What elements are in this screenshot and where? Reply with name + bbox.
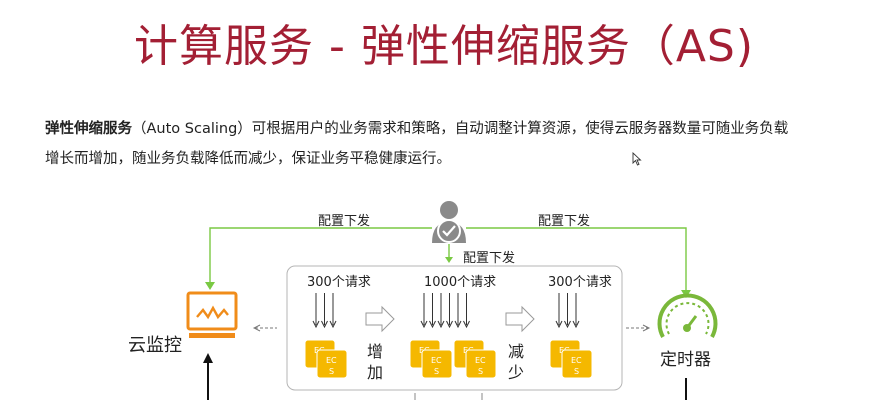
request-arrow [446, 293, 453, 329]
request-arrow [454, 293, 462, 329]
config-label-left: 配置下发 [318, 213, 370, 229]
ecs-text-bottom: S [478, 367, 483, 376]
config-lines [209, 227, 687, 292]
request-arrow [463, 293, 470, 329]
request-arrow [429, 293, 436, 329]
description-text-2: 增长而增加，随业务负载降低而减少，保证业务平稳健康运行。 [45, 151, 451, 167]
servers-3: EC SEC S [549, 339, 593, 379]
ecs-text-bottom: S [574, 367, 579, 376]
ecs-text-top: EC [475, 356, 486, 365]
request-arrow [564, 293, 571, 329]
scale-down-char-1: 减 [508, 342, 524, 361]
ecs-text-top: EC [571, 356, 582, 365]
mouse-cursor-icon [632, 152, 642, 166]
arrowhead-center [445, 257, 453, 263]
request-arrow [420, 293, 428, 329]
arrowhead-left [205, 282, 215, 290]
ecs-server-icon: EC S [421, 349, 453, 379]
group3-label: 300个请求 [548, 275, 612, 290]
scale-down-char-2: 少 [508, 363, 524, 382]
user-check-icon [432, 201, 466, 243]
ecs-text-bottom: S [329, 367, 334, 376]
request-arrow [312, 293, 320, 329]
scaling-group-box [286, 265, 623, 391]
ecs-server-icon: EC S [316, 349, 348, 379]
scale-up-char-2: 加 [367, 363, 383, 382]
scale-up-char-1: 增 [367, 342, 383, 361]
monitor-icon [186, 291, 238, 338]
request-arrow [555, 293, 563, 329]
hollow-arrow-2 [505, 305, 535, 333]
ecs-text-bottom: S [434, 367, 439, 376]
ecs-server-icon: EC S [465, 349, 497, 379]
ecs-text-top: EC [431, 356, 442, 365]
request-arrow [437, 293, 445, 329]
timer-icon [657, 293, 718, 338]
monitor-label: 云监控 [128, 335, 182, 356]
page-title: 计算服务 - 弹性伸缩服务（AS) [133, 21, 755, 72]
request-arrows-1 [312, 293, 337, 329]
group2-label: 1000个请求 [424, 275, 496, 290]
request-arrow [329, 293, 337, 329]
servers-1: EC SEC S [304, 339, 348, 379]
request-arrows-3 [555, 293, 580, 329]
description: 弹性伸缩服务（Auto Scaling）可根据用户的业务需求和策略，自动调整计算… [45, 114, 875, 174]
config-label-right: 配置下发 [538, 213, 590, 229]
request-arrows-2 [420, 293, 470, 329]
description-text-1: （Auto Scaling）可根据用户的业务需求和策略，自动调整计算资源，使得云… [132, 121, 789, 137]
servers-2: ECSECSECSECS [409, 339, 497, 379]
description-term: 弹性伸缩服务 [45, 121, 132, 137]
config-label-center: 配置下发 [463, 250, 515, 266]
request-arrow [572, 293, 580, 329]
ecs-server-icon: EC S [561, 349, 593, 379]
timer-label: 定时器 [660, 350, 711, 370]
hollow-arrow-1 [365, 305, 395, 333]
request-arrow [321, 293, 328, 329]
ecs-text-top: EC [326, 356, 337, 365]
group1-label: 300个请求 [307, 275, 371, 290]
